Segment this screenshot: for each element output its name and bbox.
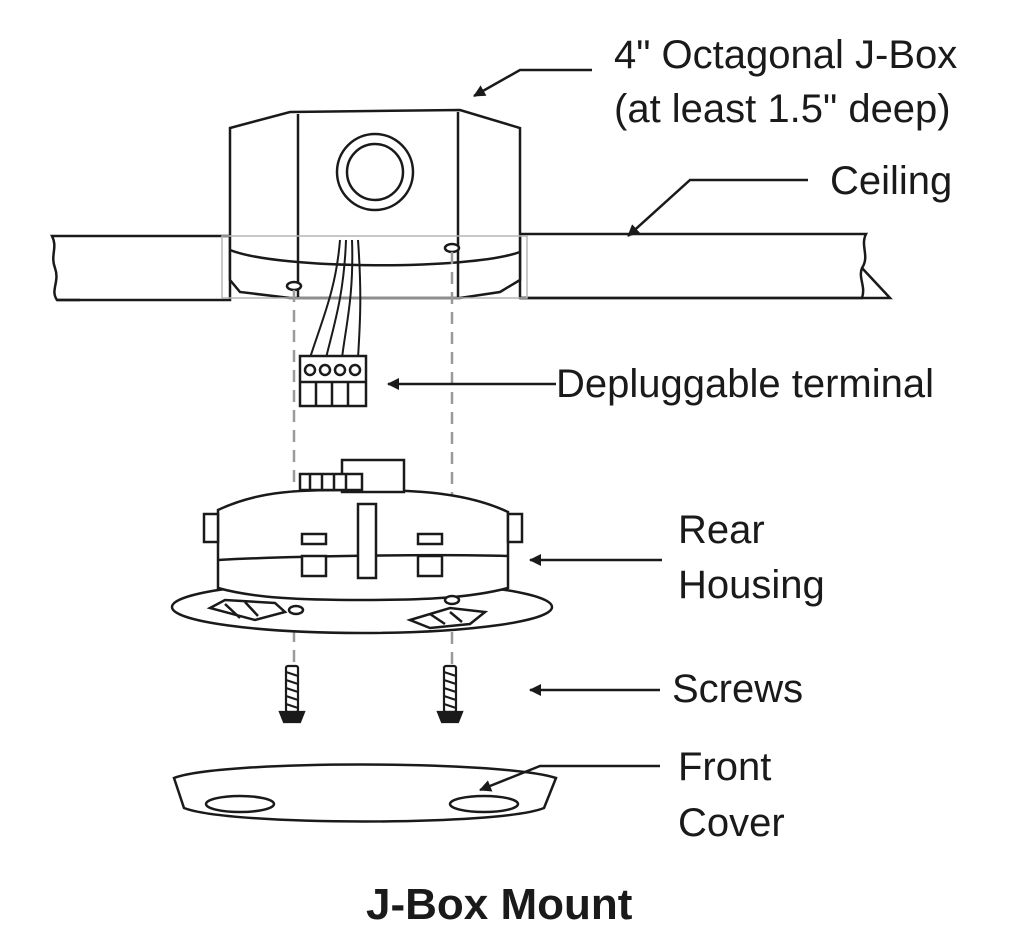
label-terminal: Depluggable terminal bbox=[556, 362, 935, 406]
octagonal-jbox bbox=[221, 108, 528, 300]
leader-arrows bbox=[387, 68, 808, 792]
diagram-title: J-Box Mount bbox=[366, 880, 633, 929]
screw-right bbox=[436, 664, 464, 724]
label-front-line1: Front bbox=[678, 745, 772, 789]
rear-housing bbox=[170, 458, 554, 635]
arrow-ceiling bbox=[627, 178, 808, 237]
label-jbox-line2: (at least 1.5" deep) bbox=[614, 87, 951, 131]
arrow-jbox bbox=[473, 68, 592, 98]
wires bbox=[309, 239, 362, 359]
screw-left bbox=[278, 664, 306, 724]
ceiling-board bbox=[49, 232, 893, 302]
label-ceiling: Ceiling bbox=[830, 159, 953, 203]
label-screws: Screws bbox=[672, 667, 804, 711]
screws bbox=[278, 664, 464, 724]
depluggable-terminal bbox=[298, 354, 368, 408]
arrow-front-cover bbox=[479, 764, 660, 792]
label-rear-line1: Rear bbox=[678, 508, 765, 552]
front-cover bbox=[172, 763, 558, 823]
label-jbox-line1: 4" Octagonal J-Box bbox=[614, 33, 958, 77]
label-front-line2: Cover bbox=[678, 801, 785, 845]
label-rear-line2: Housing bbox=[678, 563, 825, 607]
